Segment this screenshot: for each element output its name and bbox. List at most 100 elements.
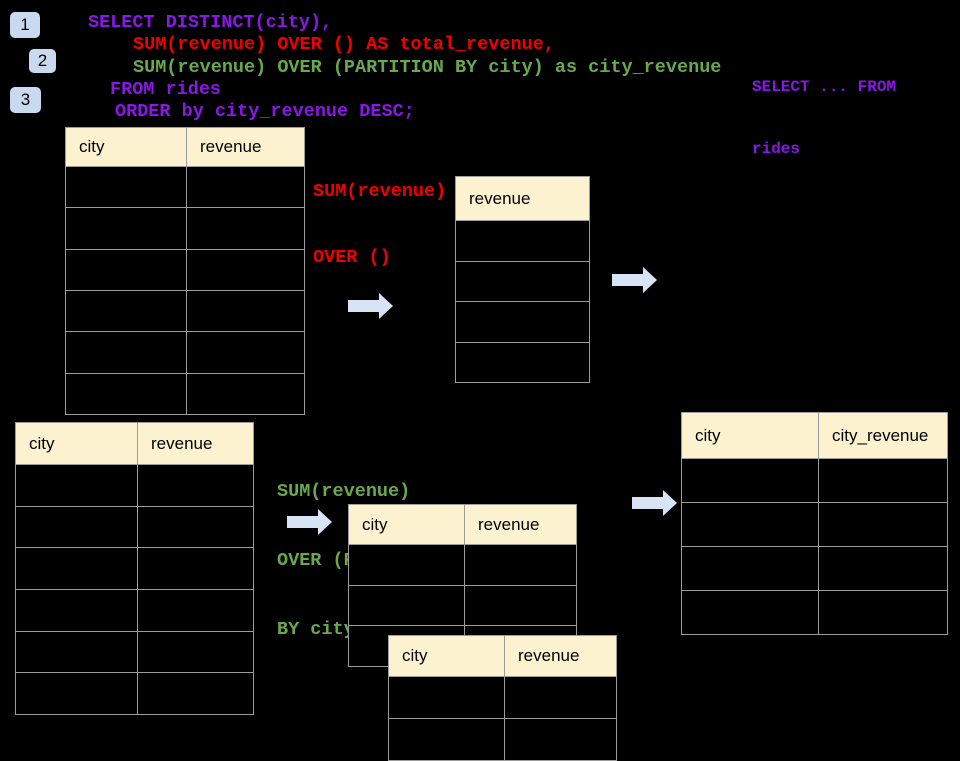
- arrow-shaft: [287, 516, 319, 528]
- table-row: [389, 676, 616, 718]
- table-cell: [66, 167, 186, 207]
- table-row: [456, 260, 589, 302]
- column-header-city: city: [29, 433, 55, 453]
- slide-canvas: 1 2 3 SELECT DISTINCT(city), SUM(revenue…: [10, 12, 948, 761]
- table-row: [66, 372, 304, 414]
- sql-line-from: FROM rides: [110, 79, 222, 100]
- side-code-snippet: SELECT ... FROM rides: [752, 36, 896, 200]
- table-cell: [16, 632, 137, 673]
- table-cell: [137, 506, 253, 548]
- step-badge-1: 1: [10, 12, 40, 38]
- table-cell: [137, 631, 253, 673]
- table-cell: [389, 719, 504, 760]
- table-cell: [66, 332, 186, 372]
- table-cell: [349, 545, 464, 585]
- arrow-tip: [643, 267, 657, 293]
- column-header-revenue: revenue: [504, 636, 616, 676]
- right-arrow-icon: [348, 293, 393, 319]
- right-arrow-icon: [287, 509, 332, 535]
- table-cell: [464, 585, 576, 626]
- table-cell: [186, 249, 304, 290]
- sql-line-city-revenue: SUM(revenue) OVER (PARTITION BY city) as…: [133, 57, 722, 78]
- table-cell: [818, 459, 947, 502]
- table-header-row: city revenue: [349, 505, 576, 544]
- table-row: [16, 630, 253, 673]
- table-header-row: city revenue: [16, 423, 253, 464]
- table-cell: [682, 459, 818, 502]
- table-row: [682, 458, 947, 502]
- table-row: [456, 301, 589, 342]
- table-cell: [464, 545, 576, 585]
- annotation-line: SUM(revenue): [277, 481, 411, 502]
- table-cell: [186, 208, 304, 249]
- arrow-tip: [318, 509, 332, 535]
- table-final-result: city city_revenue: [681, 412, 948, 635]
- step-badge-3: 3: [10, 87, 41, 113]
- column-header-city: city: [695, 425, 721, 445]
- arrow-shaft: [632, 497, 664, 509]
- table-cell: [818, 591, 947, 634]
- table-row: [66, 289, 304, 332]
- table-row: [456, 220, 589, 261]
- table-row: [66, 331, 304, 373]
- arrow-shaft: [348, 300, 380, 312]
- annotation-line: OVER (): [313, 247, 391, 268]
- table-row: [682, 546, 947, 590]
- table-partition-step-overlay: city revenue: [388, 635, 617, 761]
- table-row: [66, 166, 304, 208]
- table-header-row: city city_revenue: [682, 413, 947, 458]
- table-cell: [16, 507, 137, 548]
- right-arrow-icon: [612, 267, 657, 293]
- table-cell: [682, 591, 818, 634]
- table-cell: [456, 262, 589, 302]
- annotation-total-revenue: SUM(revenue) OVER (): [313, 137, 446, 313]
- sql-line-select: SELECT DISTINCT(city),: [88, 12, 333, 33]
- table-cell: [137, 465, 253, 506]
- table-row: [16, 589, 253, 631]
- table-cell: [66, 291, 186, 331]
- table-cell: [389, 677, 504, 718]
- table-cell: [682, 503, 818, 546]
- table-cell: [186, 332, 304, 373]
- step-badge-2: 2: [29, 49, 56, 73]
- table-row: [349, 544, 576, 585]
- side-code-line-2: rides: [752, 139, 801, 158]
- table-row: [16, 505, 253, 548]
- table-cell: [137, 673, 253, 715]
- column-header-revenue: revenue: [137, 423, 253, 464]
- right-arrow-icon: [632, 490, 677, 516]
- column-header-city: city: [362, 514, 388, 534]
- arrow-shaft: [612, 274, 644, 286]
- table-cell: [137, 590, 253, 631]
- table-cell: [349, 586, 464, 626]
- table-cell: [456, 343, 589, 383]
- column-header-revenue: revenue: [469, 188, 531, 208]
- column-header-city: city: [402, 646, 428, 665]
- table-row: [682, 590, 947, 634]
- table-cell: [66, 250, 186, 290]
- table-row: [66, 248, 304, 290]
- side-code-line-1: SELECT ... FROM: [752, 78, 897, 96]
- table-cell: [186, 373, 304, 414]
- sql-line-order-by: ORDER by city_revenue DESC;: [115, 101, 415, 122]
- column-header-city: city: [79, 137, 105, 156]
- table-row: [16, 464, 253, 506]
- table-cell: [456, 302, 589, 342]
- annotation-line: SUM(revenue): [313, 181, 447, 202]
- column-header-revenue: revenue: [186, 128, 304, 166]
- table-cell: [16, 590, 137, 631]
- table-cell: [16, 548, 137, 589]
- table-cell: [504, 677, 616, 718]
- table-row: [389, 718, 616, 760]
- table-cell: [16, 673, 137, 714]
- arrow-tip: [663, 490, 677, 516]
- table-cell: [818, 547, 947, 590]
- table-header-row: revenue: [456, 177, 589, 220]
- table-source-bottom: city revenue: [15, 422, 254, 715]
- table-cell: [186, 167, 304, 208]
- table-row: [16, 547, 253, 590]
- sql-line-total-revenue: SUM(revenue) OVER () AS total_revenue,: [133, 34, 555, 55]
- table-row: [16, 672, 253, 715]
- table-header-row: city revenue: [389, 636, 616, 676]
- arrow-tip: [379, 293, 393, 319]
